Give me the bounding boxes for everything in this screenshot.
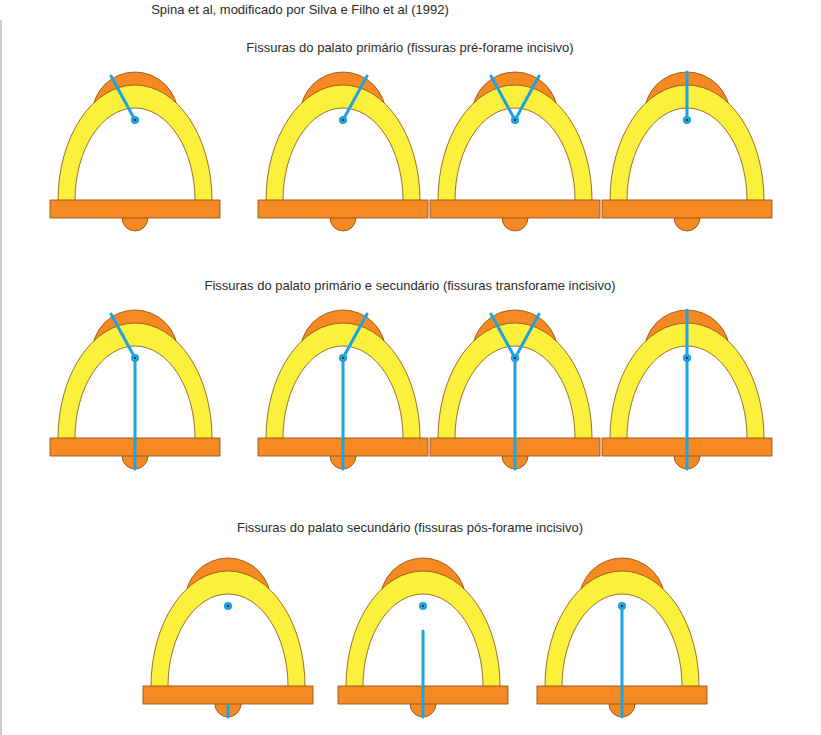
section-heading: Fissuras do palato primário (fissuras pr…: [246, 40, 573, 56]
source-note: Spina et al, modificado por Silva e Filh…: [151, 2, 449, 18]
section-heading: Fissuras do palato secundário (fissuras …: [237, 520, 583, 536]
section-heading: Fissuras do palato primário e secundário…: [204, 278, 615, 294]
